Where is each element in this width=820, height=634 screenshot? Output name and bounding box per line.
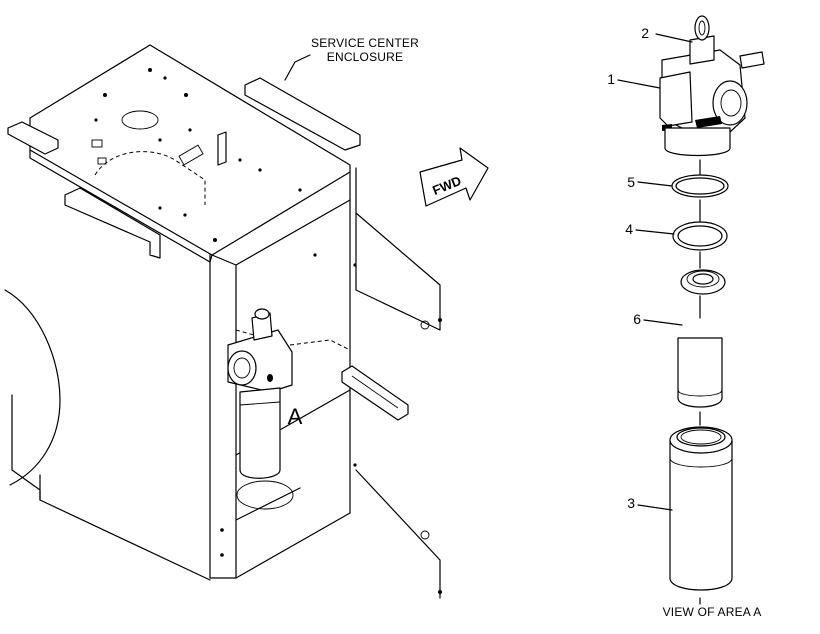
deck-post [217,131,227,166]
floor-opening [236,480,294,510]
filter-housing-installed [227,308,293,479]
filter-head-part-1 [659,35,765,133]
side-panel-upper [355,212,441,331]
exploded-view [617,15,765,605]
lower-rail-bracket [64,187,161,259]
filter-bowl-part-3 [669,426,733,591]
service-center-enclosure [4,44,442,599]
tank-base [11,394,211,581]
leader-1 [617,79,661,89]
filter-element-part-6 [677,337,723,408]
leader-6 [643,319,683,326]
enclosure-leader [284,54,311,81]
filter-bowl-installed [239,387,281,479]
handle-bracket [341,365,409,421]
leader-3 [637,504,673,511]
left-rail-bracket [7,121,59,155]
callout-2: 2 [641,25,649,41]
enclosure-label-line1: SERVICE CENTER [311,36,419,50]
callout-4: 4 [625,221,633,237]
area-label: A [288,404,303,429]
forward-arrow: FWD [419,147,489,207]
top-right-rail [244,77,361,151]
leader-5 [637,181,673,187]
view-caption: VIEW OF AREA A [663,605,762,619]
callout-3: 3 [627,495,635,511]
callout-6: 6 [633,311,641,327]
tank-outline [4,289,61,486]
leader-4 [635,229,675,235]
callout-1: 1 [607,71,615,87]
lifting-eye-part-2 [694,15,710,41]
adapter-ring [680,269,726,295]
side-panel-lower [355,469,441,599]
enclosure-label-line2: ENCLOSURE [327,50,403,64]
callout-5: 5 [627,174,635,190]
deck-holes [91,68,302,242]
filter-head-neck [664,127,731,157]
leader-2 [655,33,693,43]
